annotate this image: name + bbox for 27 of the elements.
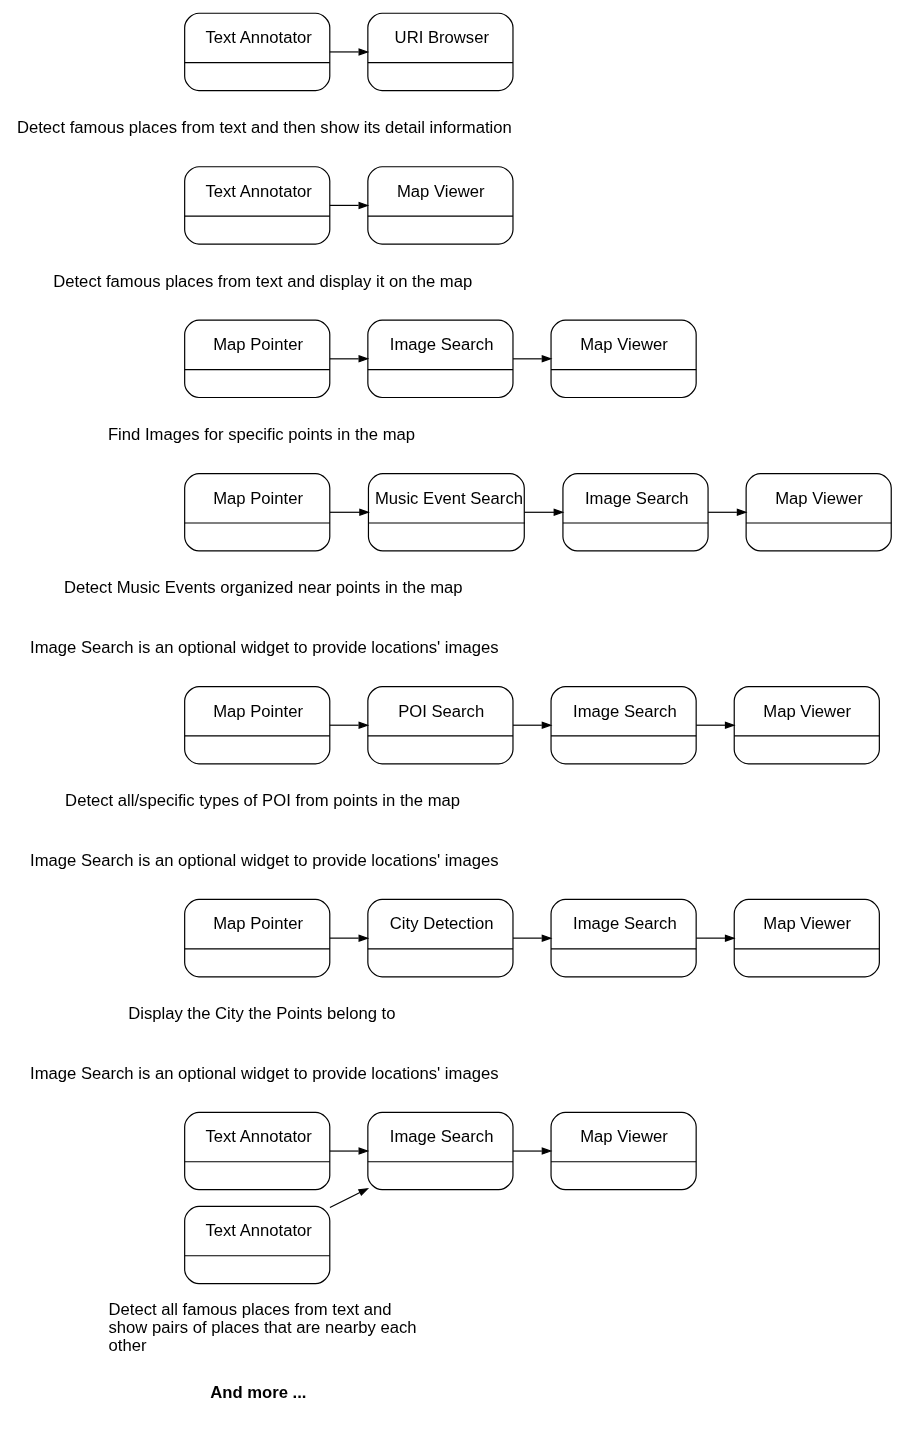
arrow (329, 721, 370, 729)
arrow (329, 201, 370, 210)
label: Find Images for specific points in the map (107, 424, 416, 444)
arrow (523, 508, 565, 517)
label: Detect Music Events organized near points in the map (63, 578, 463, 598)
arrow (512, 1147, 553, 1155)
arrow (329, 1147, 370, 1155)
label: And more ... (210, 1382, 307, 1402)
label: Image Search is an optional widget to provide locations' images (30, 637, 499, 657)
arrow (512, 721, 553, 729)
label: Detect all/specific types of POI from points in the map (65, 791, 461, 811)
arrow (329, 508, 370, 517)
arrow (695, 934, 736, 942)
label: Detect famous places from text and then show its detail information (16, 118, 512, 138)
arrow (512, 355, 553, 363)
label: Detect famous places from text and display it on the map (53, 271, 473, 291)
arrow (512, 934, 553, 942)
arrow (707, 508, 748, 517)
arrow (329, 48, 370, 56)
arrow (329, 355, 370, 363)
label: Image Search is an optional widget to provide locations' images (30, 850, 499, 870)
label: Detect all famous places from text and show pairs of places that are nearby each other (108, 1299, 417, 1355)
label: Image Search is an optional widget to provide locations' images (30, 1063, 499, 1083)
arrow (329, 934, 370, 942)
arrow (329, 1187, 370, 1209)
label: Display the City the Points belong to (128, 1004, 396, 1024)
arrow (695, 721, 736, 729)
